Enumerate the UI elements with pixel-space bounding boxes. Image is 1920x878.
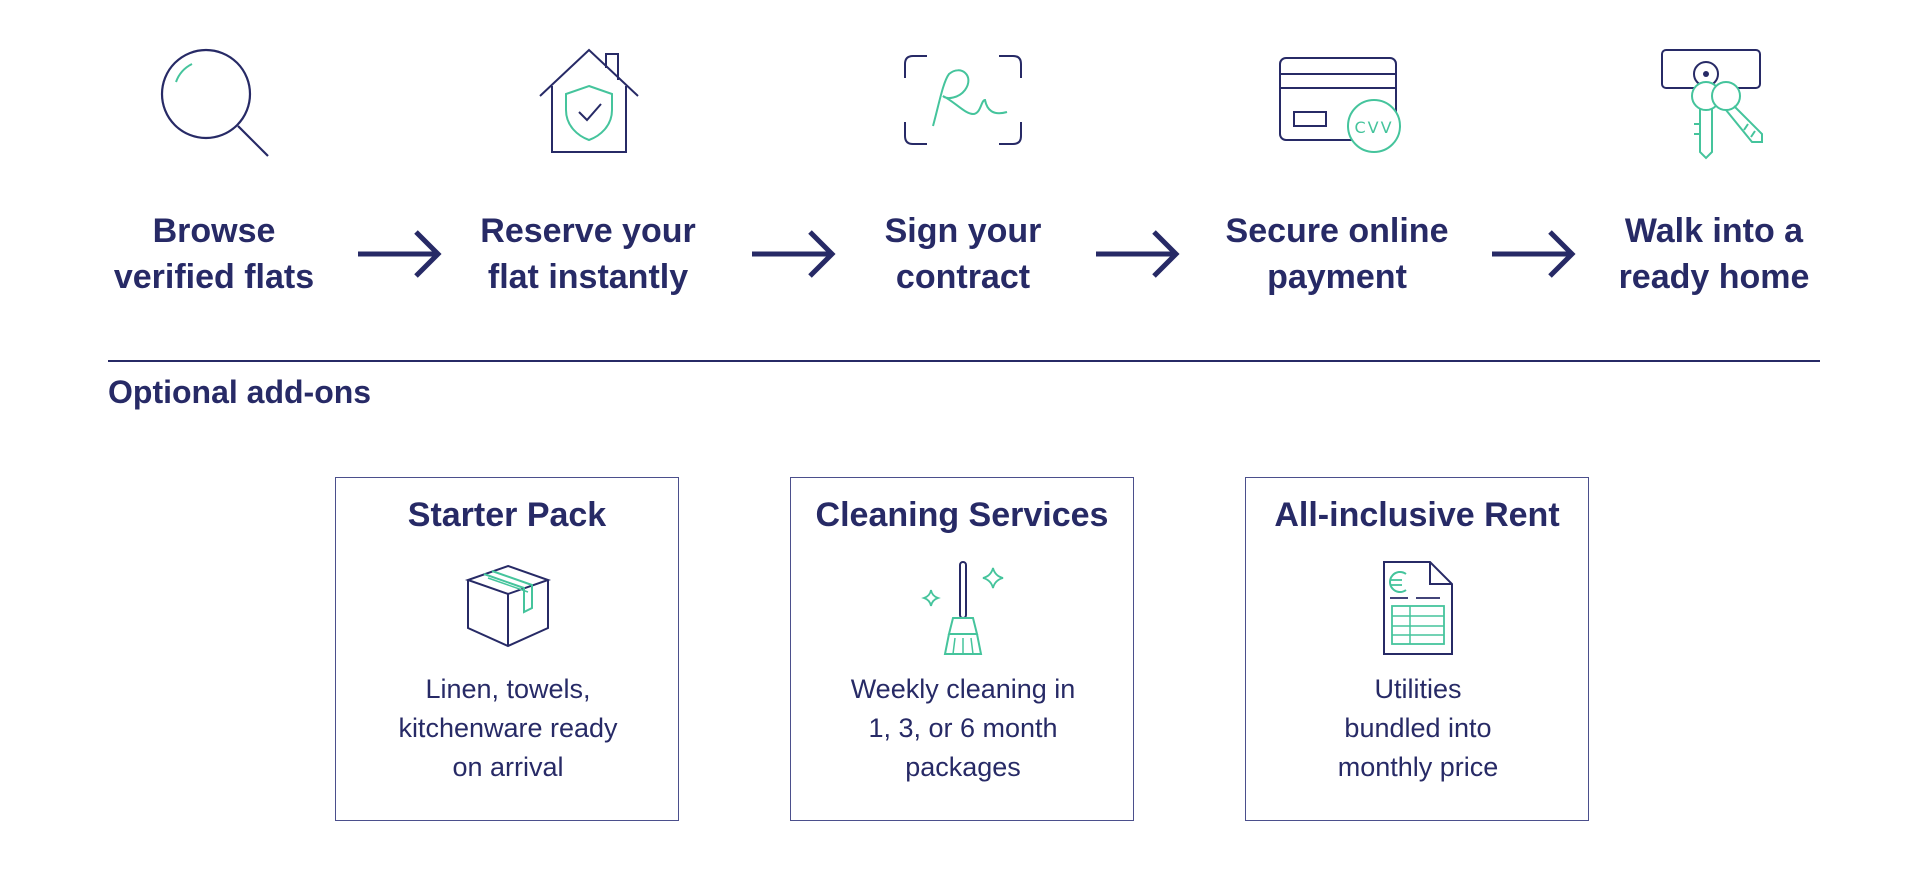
step-label-reserve: Reserve your flat instantly — [480, 212, 696, 296]
addon-title: Starter Pack — [407, 496, 607, 534]
step-label-walk-in: Walk into a ready home — [1618, 212, 1810, 296]
addon-description: Utilities bundled into monthly price — [1337, 674, 1499, 782]
section-divider — [108, 360, 1820, 362]
addon-card-cleaning-services: Cleaning Services Weekly cleaning in 1, … — [790, 477, 1134, 821]
svg-text:CVV: CVV — [1354, 118, 1393, 137]
addon-card-all-inclusive-rent: All-inclusive Rent Utilities bundled int… — [1245, 477, 1589, 821]
arrow-right-icon — [1490, 224, 1580, 284]
addon-title: All-inclusive Rent — [1274, 496, 1560, 534]
step-label-sign: Sign your contract — [884, 212, 1042, 296]
step-label-payment: Secure online payment — [1225, 212, 1449, 296]
broom-sparkle-icon — [913, 560, 1013, 660]
addon-description: Weekly cleaning in 1, 3, or 6 month pack… — [850, 674, 1076, 782]
keys-icon — [1656, 48, 1772, 160]
box-icon — [458, 560, 558, 660]
addon-description: Linen, towels, kitchenware ready on arri… — [398, 674, 618, 782]
euro-invoice-icon — [1368, 560, 1468, 660]
house-shield-icon — [536, 46, 642, 156]
magnifier-icon — [150, 40, 280, 160]
section-title: Optional add-ons — [108, 374, 372, 410]
addon-title: Cleaning Services — [815, 496, 1109, 534]
signature-icon — [903, 54, 1023, 146]
arrow-right-icon — [356, 224, 446, 284]
addon-card-starter-pack: Starter Pack Linen, towels, kitchenware … — [335, 477, 679, 821]
arrow-right-icon — [750, 224, 840, 284]
step-label-browse: Browse verified flats — [113, 212, 315, 296]
arrow-right-icon — [1094, 224, 1184, 284]
credit-card-cvv-icon: CVV — [1278, 56, 1404, 156]
